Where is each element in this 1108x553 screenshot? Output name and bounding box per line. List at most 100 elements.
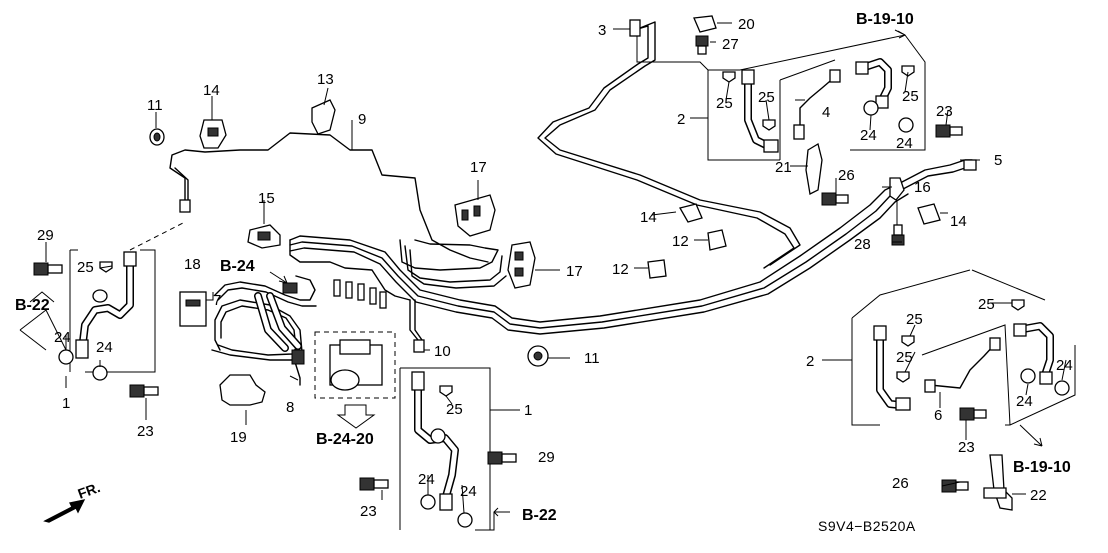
callout-23-topright: 23 <box>936 103 953 120</box>
callout-14-mid: 14 <box>640 209 657 226</box>
callout-25-h: 25 <box>896 349 913 366</box>
ref-b22-bottom: B-22 <box>522 507 557 524</box>
left-hose-assembly <box>33 221 186 398</box>
clip-13 <box>311 99 336 135</box>
drawing-code: S9V4−B2520A <box>818 518 916 534</box>
callout-25-e: 25 <box>902 88 919 105</box>
bracket-19 <box>219 374 266 406</box>
callout-24-c: 24 <box>418 471 435 488</box>
callout-15: 15 <box>258 190 275 207</box>
callout-3: 3 <box>598 22 606 39</box>
bracket-22 <box>989 454 1013 511</box>
front-label: FR. <box>76 479 103 502</box>
callout-7: 7 <box>213 292 221 309</box>
callout-2-right: 2 <box>806 353 814 370</box>
top-right-hose-assembly <box>707 34 963 206</box>
callout-23-left: 23 <box>137 423 154 440</box>
callout-24-b: 24 <box>96 339 113 356</box>
callout-29-mid: 29 <box>538 449 555 466</box>
bolt-29-left <box>33 262 63 276</box>
callout-17-a: 17 <box>470 159 487 176</box>
callout-19: 19 <box>230 429 247 446</box>
reference-arrows <box>29 29 1043 517</box>
callout-24-d: 24 <box>460 483 477 500</box>
bracket-18 <box>179 291 207 327</box>
clamp-14-right <box>917 203 941 225</box>
callout-9: 9 <box>358 111 366 128</box>
callout-28: 28 <box>854 236 871 253</box>
callout-6: 6 <box>934 407 942 424</box>
mid-hose-assembly <box>359 367 517 531</box>
callout-14-right: 14 <box>950 213 967 230</box>
front-arrow-icon <box>43 499 86 523</box>
callout-12-b: 12 <box>612 261 629 278</box>
ref-b22-left: B-22 <box>15 297 50 314</box>
bolt-29-mid <box>487 451 517 465</box>
clip-12-b <box>647 259 667 279</box>
callout-1-mid: 1 <box>524 402 532 419</box>
bolt-28 <box>891 224 905 246</box>
callout-13: 13 <box>317 71 334 88</box>
callout-24-g: 24 <box>1016 393 1033 410</box>
callout-16: 16 <box>914 179 931 196</box>
bolt-23-topright <box>935 124 963 138</box>
brake-pipe-9 <box>169 132 489 263</box>
callout-25-b: 25 <box>446 401 463 418</box>
callout-25-d: 25 <box>758 89 775 106</box>
clamp-14-mid <box>679 203 703 223</box>
callout-2-top: 2 <box>677 111 685 128</box>
front-direction-indicator: FR. <box>43 479 103 523</box>
callout-24-f: 24 <box>896 135 913 152</box>
callout-8: 8 <box>286 399 294 416</box>
clip-12-a <box>707 229 727 251</box>
abs-modulator <box>314 331 396 429</box>
bracket-21 <box>805 142 823 195</box>
clip-20 <box>693 15 717 33</box>
callout-26-a: 26 <box>838 167 855 184</box>
callout-22: 22 <box>1030 487 1047 504</box>
bolt-27 <box>695 35 709 55</box>
brake-pipe-bundle <box>289 159 973 323</box>
callout-17-b: 17 <box>566 263 583 280</box>
bolt-23-right <box>959 407 987 421</box>
bracket-16 <box>889 177 905 201</box>
ref-b19-10-right: B-19-10 <box>1013 459 1071 476</box>
callout-27: 27 <box>722 36 739 53</box>
callout-4: 4 <box>822 104 830 121</box>
callout-24-a: 24 <box>54 329 71 346</box>
callout-25-a: 25 <box>77 259 94 276</box>
clamps <box>149 15 941 367</box>
callout-11-left: 11 <box>147 97 163 114</box>
callout-12-a: 12 <box>672 233 689 250</box>
callout-29-left: 29 <box>37 227 54 244</box>
callout-23-right: 23 <box>958 439 975 456</box>
bolt-26-top <box>821 192 849 206</box>
callout-numbers: 1 1 2 2 3 4 5 6 7 8 9 10 11 11 12 12 13 … <box>37 16 1073 520</box>
callout-11-mid: 11 <box>584 350 600 367</box>
misc-brackets-left <box>179 282 305 406</box>
callout-18: 18 <box>184 256 201 273</box>
callout-21: 21 <box>775 159 792 176</box>
callout-26-b: 26 <box>892 475 909 492</box>
callout-25-f: 25 <box>978 296 995 313</box>
callout-25-g: 25 <box>906 311 923 328</box>
callout-20: 20 <box>738 16 755 33</box>
callout-10: 10 <box>434 343 451 360</box>
callout-24-e: 24 <box>860 127 877 144</box>
ref-b24: B-24 <box>220 258 255 275</box>
callout-23-mid: 23 <box>360 503 377 520</box>
pipe-fittings <box>179 159 977 353</box>
callout-5: 5 <box>994 152 1002 169</box>
ref-b24-20: B-24-20 <box>316 431 374 448</box>
ref-b19-10-top: B-19-10 <box>856 11 914 28</box>
main-brake-pipes <box>169 19 977 386</box>
right-hose-assembly <box>851 269 1076 511</box>
leader-lines <box>19 22 1067 531</box>
reference-labels: B-19-10 B-19-10 B-24 B-24-20 B-22 B-22 <box>15 11 1071 524</box>
clamp-17-right <box>507 241 536 289</box>
callout-24-h: 24 <box>1056 357 1073 374</box>
bolt-23-mid <box>359 477 389 491</box>
bolt-23-left <box>129 384 159 398</box>
callout-1-left: 1 <box>62 395 70 412</box>
